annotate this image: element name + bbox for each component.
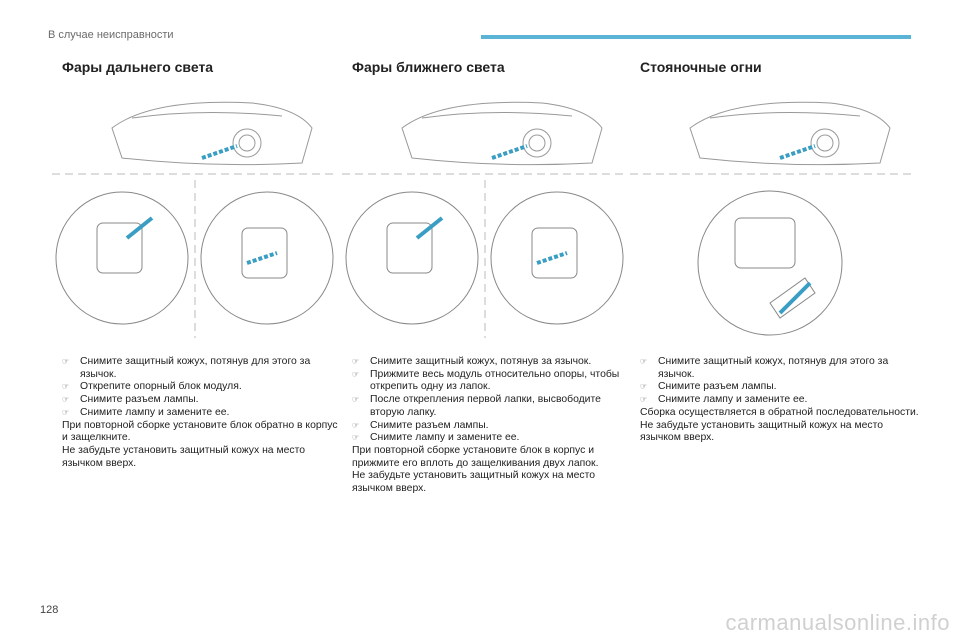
step-item: ☞ Снимите лампу и замените ее. xyxy=(62,407,342,420)
page-number: 128 xyxy=(40,604,59,616)
step-text: Открепите опорный блок модуля. xyxy=(80,381,242,393)
pointing-hand-icon: ☞ xyxy=(640,357,648,366)
arrow-icon xyxy=(491,144,528,160)
step-item: ☞ Снимите защитный кожух, потянув за языч… xyxy=(352,356,632,369)
pointing-hand-icon: ☞ xyxy=(62,395,70,405)
note-text: Не забудьте установить защитный кожух на… xyxy=(352,470,596,495)
note-text: Не забудьте установить защитный кожух на… xyxy=(62,444,306,469)
column-title: Фары дальнего света xyxy=(62,59,214,75)
note-text: При повторной сборке установите блок обр… xyxy=(62,419,338,444)
step-text: Снимите лампу и замените ее. xyxy=(80,406,230,418)
step-item: ☞ Открепите опорный блок модуля. xyxy=(62,381,342,394)
step-text: Прижмите весь модуль относительно опоры,… xyxy=(370,368,620,393)
pointing-hand-icon: ☞ xyxy=(352,433,360,443)
step-item: ☞ Снимите лампу и замените ее. xyxy=(352,432,632,445)
pointing-hand-icon: ☞ xyxy=(640,395,648,405)
detail-illustration xyxy=(55,191,334,325)
section-header: В случае неисправности xyxy=(48,29,174,41)
step-text: Снимите защитный кожух, потянув за язычо… xyxy=(370,356,592,367)
arrow-icon xyxy=(779,144,816,160)
arrow-icon xyxy=(415,216,444,240)
step-item: ☞ Снимите разъем лампы. xyxy=(352,420,632,433)
instructions: ☞ Снимите защитный кожух, потянув для это… xyxy=(62,356,342,470)
step-item: ☞ Снимите разъем лампы. xyxy=(62,394,342,407)
arrow-icon xyxy=(201,144,238,160)
header-accent-bar xyxy=(481,35,911,39)
pointing-hand-icon: ☞ xyxy=(352,357,360,366)
note-text: Не забудьте установить защитный кожух на… xyxy=(640,419,884,444)
step-item: ☞ Снимите лампу и замените ее. xyxy=(640,394,920,407)
watermark: carmanualsonline.info xyxy=(725,610,950,635)
pointing-hand-icon: ☞ xyxy=(62,407,70,417)
arrow-icon xyxy=(125,216,154,240)
step-text: После открепления первой лапки, высвобод… xyxy=(370,394,601,418)
illustration xyxy=(630,88,915,343)
headlight-illustration xyxy=(401,101,603,166)
note-text: При повторной сборке установите блок в к… xyxy=(352,444,599,469)
column-title: Стояночные огни xyxy=(640,59,762,75)
instructions: ☞ Снимите защитный кожух, потянув для это… xyxy=(640,356,920,445)
step-text: Снимите лампу и замените ее. xyxy=(370,432,520,444)
step-item: ☞ Прижмите весь модуль относительно опоры… xyxy=(352,369,632,394)
detail-illustration xyxy=(697,190,843,336)
illustration xyxy=(342,88,627,343)
step-item: ☞ После открепления первой лапки, высвобо… xyxy=(352,394,632,419)
pointing-hand-icon: ☞ xyxy=(640,382,648,392)
step-item: ☞ Снимите защитный кожух, потянув для это… xyxy=(640,356,920,381)
column-title: Фары ближнего света xyxy=(352,59,505,75)
step-item: ☞ Снимите защитный кожух, потянув для это… xyxy=(62,356,342,381)
step-item: ☞ Снимите разъем лампы. xyxy=(640,381,920,394)
detail-illustration xyxy=(345,191,624,325)
pointing-hand-icon: ☞ xyxy=(352,420,360,430)
step-text: Снимите разъем лампы. xyxy=(370,419,489,431)
illustration xyxy=(52,88,337,343)
headlight-illustration xyxy=(689,101,891,166)
headlight-illustration xyxy=(111,101,313,166)
instructions: ☞ Снимите защитный кожух, потянув за языч… xyxy=(352,356,632,496)
pointing-hand-icon: ☞ xyxy=(352,369,360,379)
pointing-hand-icon: ☞ xyxy=(62,382,70,392)
step-text: Снимите разъем лампы. xyxy=(658,381,777,393)
step-text: Снимите лампу и замените ее. xyxy=(658,394,808,406)
step-text: Снимите разъем лампы. xyxy=(80,394,199,406)
step-text: Снимите защитный кожух, потянув для этог… xyxy=(658,356,889,380)
pointing-hand-icon: ☞ xyxy=(352,395,360,405)
arrow-icon xyxy=(536,251,568,265)
step-text: Снимите защитный кожух, потянув для этог… xyxy=(80,356,311,380)
note-text: Сборка осуществляется в обратной последо… xyxy=(640,406,919,418)
arrow-icon xyxy=(246,251,278,265)
arrow-icon xyxy=(778,281,812,315)
pointing-hand-icon: ☞ xyxy=(62,357,70,366)
